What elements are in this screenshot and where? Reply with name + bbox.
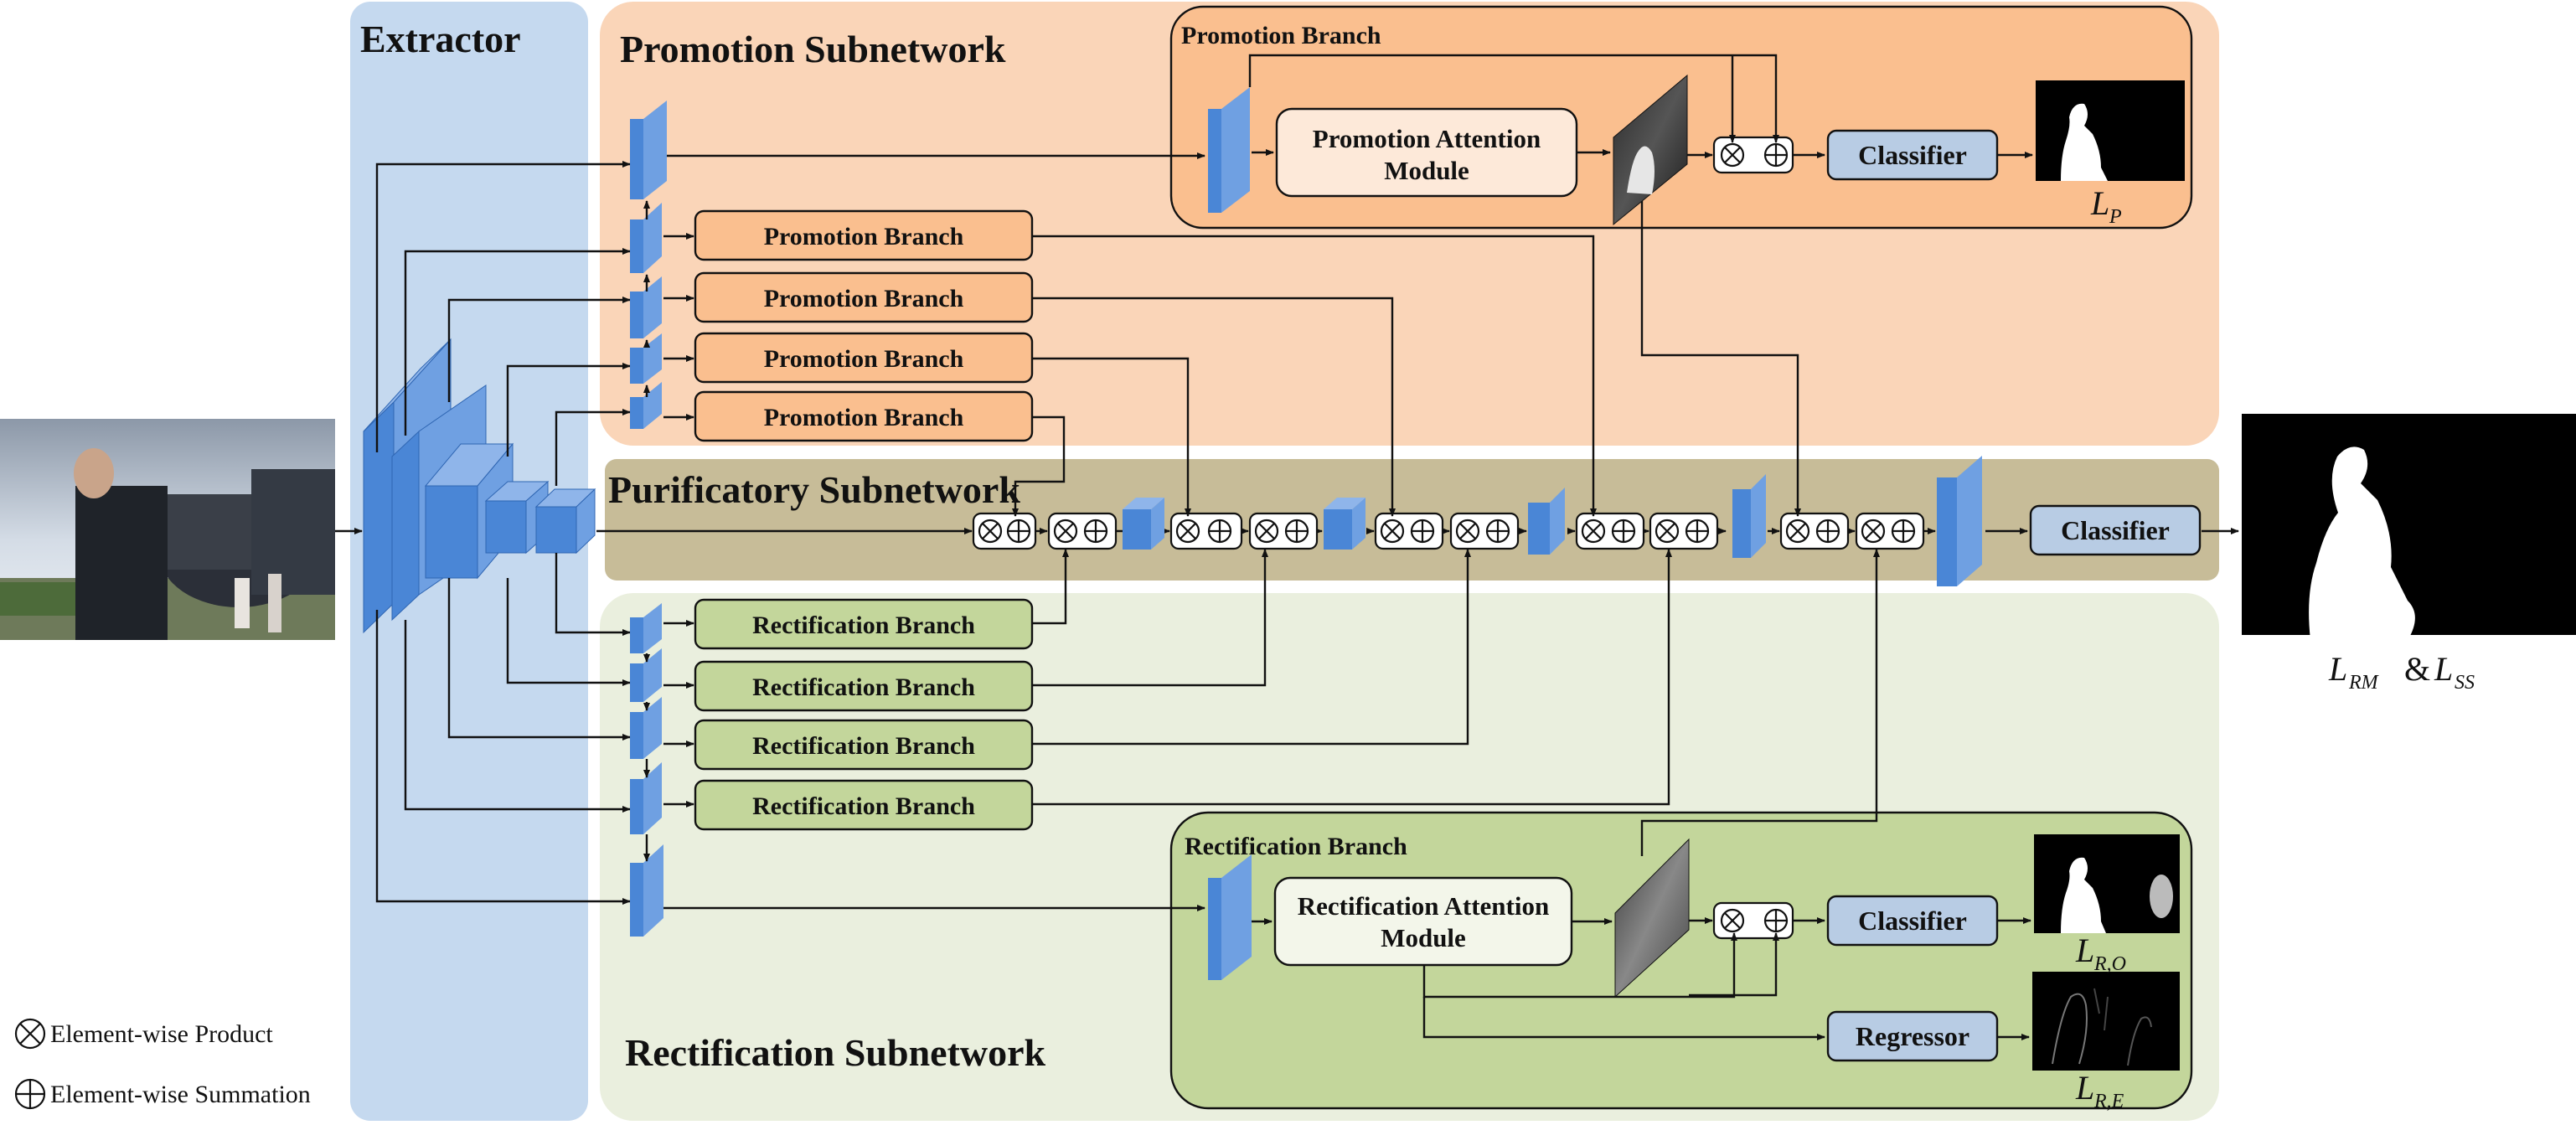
promotion-feature-block — [630, 119, 643, 199]
operator-pair-3 — [1169, 512, 1243, 550]
branch-output-wires — [1012, 201, 1880, 856]
promotion-feature-blocks — [630, 101, 667, 429]
legend: Element-wise Product Element-wise Summat… — [14, 1018, 311, 1110]
purificatory-subnetwork-title: Purificatory Subnetwork — [608, 468, 1020, 511]
final-loss-label: L RM & L SS — [2328, 650, 2475, 694]
promotion-branch-detail-title: Promotion Branch — [1181, 22, 1381, 49]
rectification-feature-block — [630, 863, 643, 937]
rectification-loss-o-label: L — [2075, 931, 2094, 969]
promotion-feature-block — [630, 348, 643, 384]
promotion-detail-classifier-label: Classifier — [1858, 140, 1967, 170]
operator-pair-10 — [1855, 512, 1925, 550]
promotion-subnetwork-title: Promotion Subnetwork — [620, 28, 1006, 70]
promotion-output-mask — [2036, 80, 2185, 181]
rectification-output-mask — [2034, 834, 2180, 933]
rectification-feature-block — [630, 663, 643, 702]
promotion-detail-wires — [667, 54, 2033, 159]
input-image — [0, 419, 335, 640]
promotion-branch-label: Promotion Branch — [764, 404, 964, 431]
rectification-branch-detail: Rectification Attention Module Classifie… — [1208, 834, 2180, 1112]
svg-text:L: L — [2434, 650, 2453, 688]
rectification-branch-label: Rectification Branch — [752, 612, 975, 639]
rectification-subnetwork-title: Rectification Subnetwork — [625, 1031, 1046, 1074]
operator-pair-9 — [1779, 512, 1850, 550]
promotion-branch-detail: Promotion Attention Module Classifier L … — [1208, 74, 2185, 228]
promotion-attention-module-label-1: Promotion Attention — [1313, 124, 1541, 153]
operator-pair-7 — [1575, 512, 1645, 550]
detail-feature-block — [1208, 878, 1221, 980]
rectification-feature-block — [630, 617, 643, 653]
rectification-attention-map — [1614, 838, 1690, 999]
svg-text:RM: RM — [2348, 672, 2380, 694]
promotion-loss-subscript: P — [2109, 206, 2122, 228]
legend-product-label: Element-wise Product — [50, 1020, 273, 1048]
rectification-feature-block — [630, 779, 643, 834]
rectification-branch-label: Rectification Branch — [752, 673, 975, 701]
purificatory-feature-block — [1528, 503, 1550, 555]
svg-text:&: & — [2404, 650, 2430, 688]
purificatory-feature-block — [1123, 509, 1151, 550]
rectification-branch-label: Rectification Branch — [752, 732, 975, 760]
rectification-loss-e-label: L — [2075, 1069, 2094, 1107]
promotion-feature-block — [630, 292, 643, 338]
purificatory-classifier-label: Classifier — [2061, 515, 2170, 545]
purificatory-feature-block — [1937, 477, 1957, 586]
promotion-loss-label: L — [2090, 184, 2109, 222]
rectification-detail-regressor-label: Regressor — [1856, 1021, 1969, 1051]
promotion-branch-label: Promotion Branch — [764, 285, 964, 312]
extractor-title: Extractor — [360, 18, 521, 60]
legend-summation-label: Element-wise Summation — [50, 1081, 311, 1108]
operator-pair-8 — [1649, 512, 1719, 550]
operator-pair-1 — [972, 512, 1037, 550]
svg-text:SS: SS — [2455, 672, 2475, 694]
svg-text:L: L — [2328, 650, 2347, 688]
purificatory-feature-blocks — [1123, 456, 1982, 586]
rectification-branch-label: Rectification Branch — [752, 792, 975, 820]
rectification-branch-detail-title: Rectification Branch — [1185, 833, 1407, 860]
detail-feature-block — [1208, 109, 1221, 213]
purificatory-feature-block — [1732, 489, 1751, 558]
backbone-tap-wires — [335, 161, 631, 905]
promotion-feature-block — [630, 219, 643, 273]
rectification-attention-module-label-1: Rectification Attention — [1298, 891, 1549, 921]
promotion-branch-list: Promotion Branch Promotion Branch Promot… — [694, 209, 1034, 442]
rectification-detail-wires — [663, 905, 2031, 1040]
rectification-error-map — [2032, 972, 2180, 1071]
rectification-detail-classifier-label: Classifier — [1858, 906, 1967, 936]
block-to-branch-arrows — [663, 233, 694, 808]
purificatory-feature-block — [1324, 509, 1352, 550]
promotion-attention-module-label-2: Module — [1384, 156, 1469, 185]
rectification-feature-block — [630, 712, 643, 759]
operator-pair-5 — [1374, 512, 1444, 550]
rectification-branch-list: Rectification Branch Rectification Branc… — [694, 598, 1034, 831]
rectification-attention-module-label-2: Module — [1381, 923, 1466, 952]
promotion-feature-block — [630, 397, 643, 429]
output-mask — [2242, 414, 2576, 647]
operator-pair-2 — [1047, 512, 1118, 550]
purificatory-classifier-box — [2029, 504, 2202, 556]
rectification-loss-e-subscript: R,E — [2093, 1091, 2124, 1112]
rectification-loss-o-subscript: R,O — [2093, 953, 2126, 975]
operator-pair-6 — [1449, 512, 1520, 550]
extractor-backbone — [363, 338, 596, 634]
promotion-branch-label: Promotion Branch — [764, 345, 964, 373]
purificatory-operators — [972, 512, 1925, 550]
operator-pair-4 — [1248, 512, 1319, 550]
promotion-branch-label: Promotion Branch — [764, 223, 964, 250]
